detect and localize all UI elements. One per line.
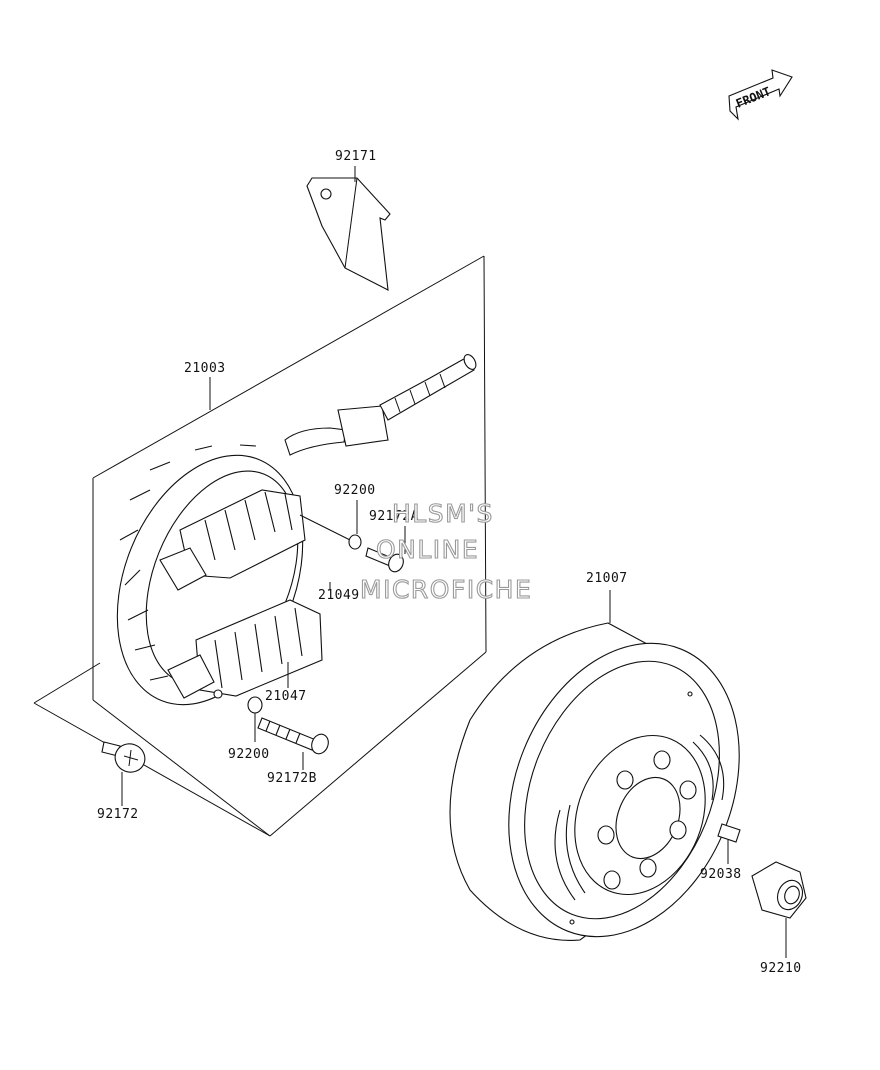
screw-a-part [365, 547, 404, 573]
screw-b-part [257, 717, 329, 755]
label-92200-top: 92200 [334, 483, 376, 498]
label-21049: 21049 [318, 588, 360, 603]
label-21007: 21007 [586, 571, 628, 586]
label-21003: 21003 [184, 361, 226, 376]
screw-part [101, 741, 146, 773]
watermark-line-3: MICROFICHE [360, 575, 532, 604]
woodruff-key-part [717, 823, 741, 843]
label-21047: 21047 [265, 689, 307, 704]
label-92171: 92171 [335, 149, 377, 164]
washer-top-part [348, 534, 362, 550]
front-arrow-icon: FRONT [728, 69, 793, 121]
label-92172: 92172 [97, 807, 139, 822]
label-92210: 92210 [760, 961, 802, 976]
pulser-coil-part [159, 489, 351, 591]
label-92172B: 92172B [267, 771, 317, 786]
label-92172A: 92172A [369, 509, 419, 524]
watermark: HLSM'S ONLINE MICROFICHE [359, 498, 532, 604]
assembly-outline [33, 255, 487, 837]
label-92200-bottom: 92200 [228, 747, 270, 762]
washer-bottom-part [247, 696, 263, 714]
flywheel-nut-part [751, 861, 807, 919]
flywheel-part [449, 622, 740, 941]
watermark-line-2: ONLINE [376, 535, 479, 564]
charge-coil-part [167, 599, 323, 699]
cover-plate-part [306, 177, 391, 291]
watermark-line-1: HLSM'S [392, 499, 494, 528]
label-92038: 92038 [700, 867, 742, 882]
leader-lines [121, 166, 787, 958]
